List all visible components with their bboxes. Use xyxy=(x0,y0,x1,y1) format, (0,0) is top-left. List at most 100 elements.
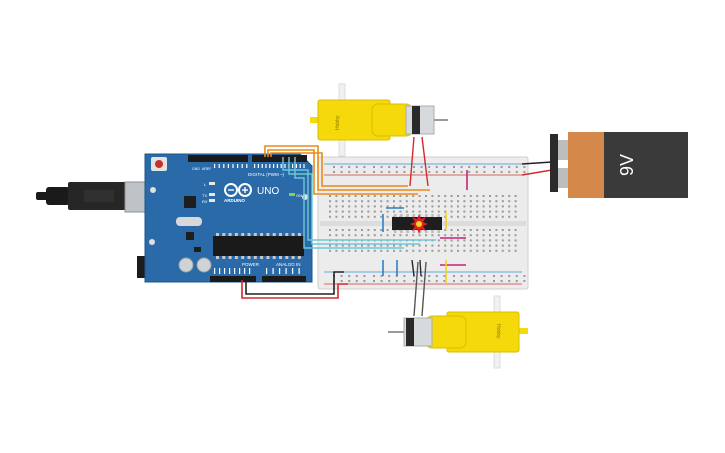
chip-pin xyxy=(247,233,251,236)
breadboard-hole xyxy=(508,195,511,197)
breadboard-hole xyxy=(329,249,331,252)
breadboard-hole xyxy=(495,215,498,218)
breadboard-hole xyxy=(348,234,351,237)
ic-pin xyxy=(431,214,434,217)
breadboard-hole xyxy=(354,244,357,247)
breadboard-hole xyxy=(348,200,351,203)
breadboard-hole xyxy=(367,195,370,197)
breadboard-hole xyxy=(412,210,415,213)
breadboard-hole xyxy=(329,244,331,247)
atmega-pins xyxy=(216,233,301,259)
wire-teal-2[interactable] xyxy=(288,157,420,245)
wire-battery-neg[interactable] xyxy=(521,161,553,165)
rail-hole xyxy=(373,280,375,282)
wire-red-5v[interactable] xyxy=(241,280,348,299)
battery-label: 9V xyxy=(617,154,637,176)
wire-motor-top-b[interactable] xyxy=(421,136,429,187)
atmega-chip xyxy=(213,236,304,256)
rail-hole xyxy=(475,280,478,282)
pin-tick xyxy=(292,268,294,274)
rail-hole xyxy=(475,166,478,168)
breadboard-hole xyxy=(514,239,517,242)
breadboard-hole xyxy=(329,210,331,213)
rail-hole xyxy=(380,171,383,173)
breadboard-hole xyxy=(335,244,338,247)
jumper-black-2[interactable] xyxy=(419,259,422,277)
rail-hole xyxy=(373,166,375,168)
rail-hole xyxy=(428,275,431,277)
breadboard-hole xyxy=(373,234,376,237)
motor-top[interactable]: Hobby xyxy=(310,83,448,157)
breadboard-hole xyxy=(393,200,395,203)
breadboard-hole xyxy=(476,205,479,208)
chip-pin xyxy=(222,256,226,259)
pin-tick xyxy=(244,268,246,274)
chip-pin xyxy=(234,233,238,236)
breadboard-hole xyxy=(469,239,472,242)
rail-hole xyxy=(523,280,526,282)
rail-hole xyxy=(460,171,463,173)
wire-motor-bottom-b[interactable] xyxy=(421,261,427,317)
breadboard-hole xyxy=(329,200,331,203)
breadboard-hole xyxy=(431,200,434,203)
wire-teal-1[interactable] xyxy=(282,157,436,241)
motor-driver-ic[interactable] xyxy=(392,214,442,234)
breadboard-hole xyxy=(386,234,389,237)
breadboard-hole xyxy=(495,195,498,197)
wire-orange-3[interactable] xyxy=(270,152,408,187)
rail-hole xyxy=(453,171,455,173)
chip-pin xyxy=(247,256,251,259)
breadboard-hole xyxy=(380,215,383,218)
breadboard-hole xyxy=(489,195,491,197)
breadboard-hole xyxy=(367,229,370,231)
breadboard-hole xyxy=(450,215,453,218)
breadboard-hole xyxy=(380,205,383,208)
motor-bottom[interactable]: Hobby xyxy=(388,295,528,369)
wire-motor-bottom-a[interactable] xyxy=(413,261,419,317)
breadboard-hole xyxy=(431,244,434,247)
breadboard-hole xyxy=(437,244,440,247)
pin-tick xyxy=(223,164,225,168)
rail-hole xyxy=(373,275,375,277)
breadboard-hole xyxy=(489,239,491,242)
pin-tick xyxy=(272,268,274,274)
wire-orange-1[interactable] xyxy=(264,145,430,191)
wire-teal-3[interactable] xyxy=(294,157,404,249)
breadboard-hole xyxy=(361,229,363,231)
breadboard-hole xyxy=(489,205,491,208)
jumper-black-1[interactable] xyxy=(411,259,415,277)
breadboard-hole xyxy=(469,244,472,247)
breadboard-hole xyxy=(348,205,351,208)
rail-hole xyxy=(380,275,383,277)
breadboard-hole xyxy=(335,205,338,208)
rail-hole xyxy=(483,280,486,282)
chip-pin xyxy=(297,233,301,236)
rail-hole xyxy=(483,166,486,168)
breadboard-hole xyxy=(489,210,491,213)
rail-hole xyxy=(403,280,406,282)
breadboard-hole xyxy=(418,200,421,203)
reset-button-cap[interactable] xyxy=(155,160,163,168)
chip-pin xyxy=(266,256,270,259)
wire-battery-pos[interactable] xyxy=(521,169,553,176)
pin-tick xyxy=(273,164,275,168)
breadboard-hole xyxy=(380,229,383,231)
breadboard-hole xyxy=(514,205,517,208)
rail-hole xyxy=(428,171,431,173)
breadboard-hole xyxy=(457,210,459,213)
rail-hole xyxy=(435,166,438,168)
breadboard-hole xyxy=(425,234,427,237)
arduino-uno-board[interactable]: DIGITAL (PWM ~) AREF GND L TX RX UNO ARD… xyxy=(36,153,313,283)
wire-orange-2[interactable] xyxy=(267,149,418,195)
wire-motor-top-a[interactable] xyxy=(409,136,415,187)
battery-9v[interactable]: 9V xyxy=(550,132,688,198)
breadboard-hole xyxy=(361,205,363,208)
breadboard-hole xyxy=(399,249,402,252)
regulator-chip xyxy=(186,232,194,240)
ic-pin xyxy=(425,214,428,217)
rail-hole xyxy=(483,275,486,277)
rail-hole xyxy=(523,171,526,173)
ic-pin xyxy=(400,214,403,217)
wire-black-gnd[interactable] xyxy=(245,271,344,295)
breadboard-hole xyxy=(476,234,479,237)
